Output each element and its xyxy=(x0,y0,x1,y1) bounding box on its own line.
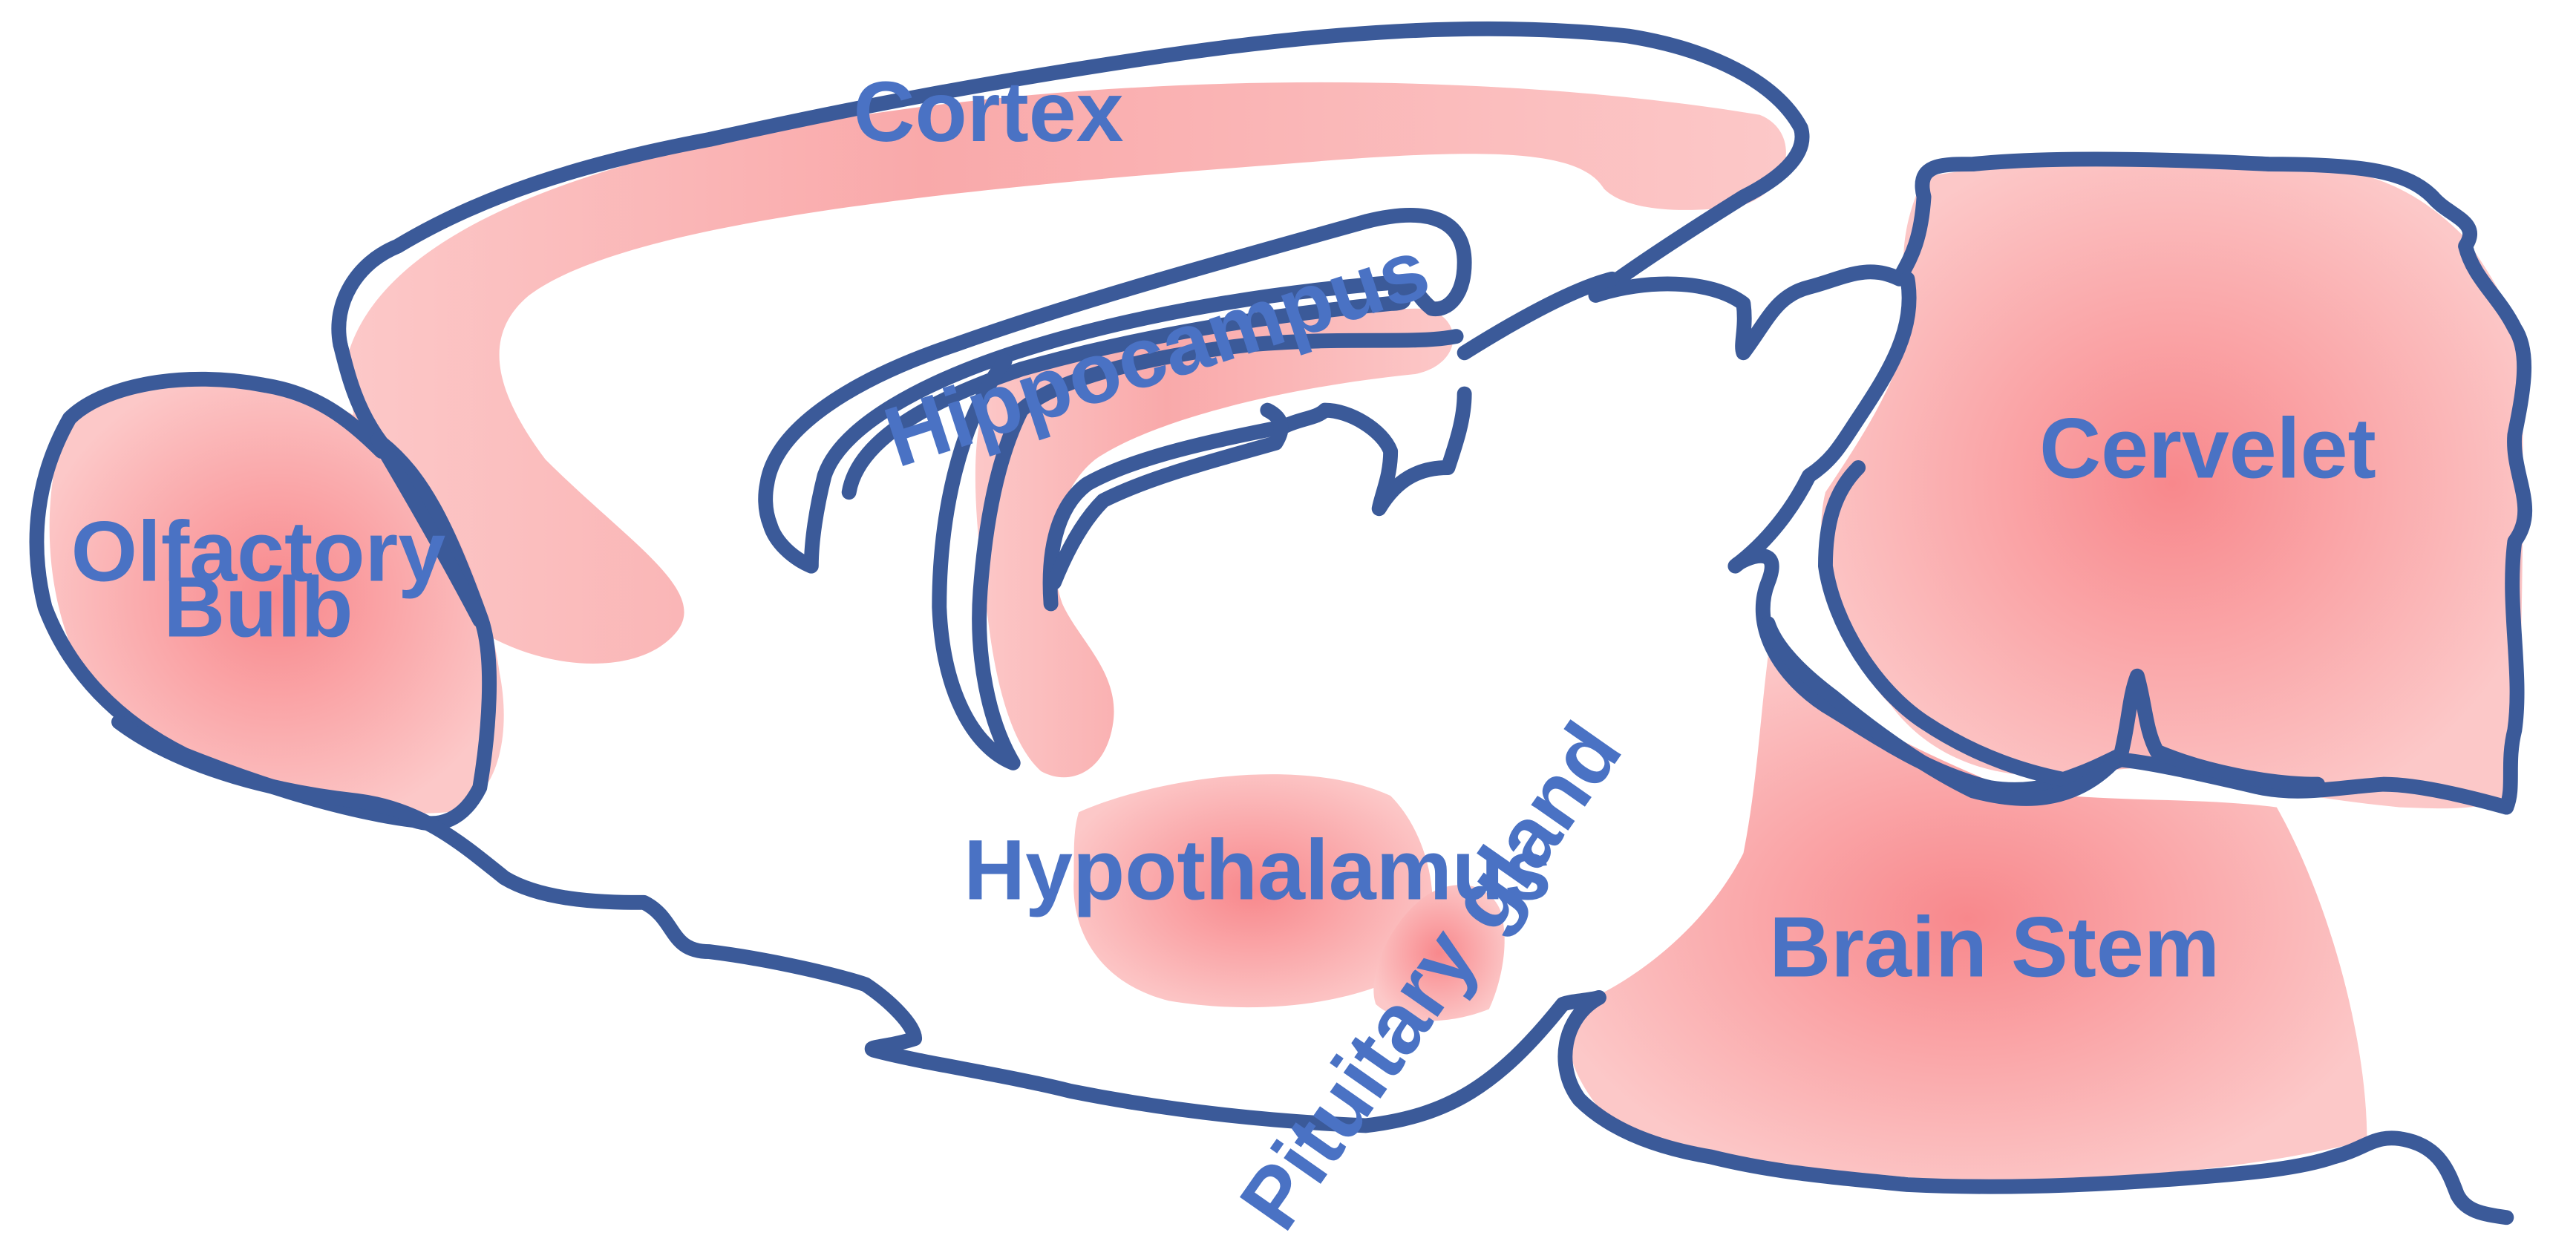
label-brain-stem: Brain Stem xyxy=(1769,900,2220,995)
brainstem-lower-outline xyxy=(1760,616,2120,806)
brain-stem-region xyxy=(1568,656,2367,1182)
brain-underside-outline xyxy=(111,714,1606,1133)
callosum-outer-loop xyxy=(758,208,1472,574)
label-cortex: Cortex xyxy=(854,65,1124,160)
hypothalamus-region xyxy=(1073,774,1433,1008)
brain-outer-outline xyxy=(331,21,2533,815)
hippocampus-outline xyxy=(932,329,1464,770)
brain-stem-base-outline xyxy=(1557,990,2514,1225)
olfactory-bulb-region xyxy=(49,382,504,814)
label-olfactory-bulb-line1: Olfactory xyxy=(71,505,446,600)
olfactory-divider-outline xyxy=(370,432,488,628)
cortex-region xyxy=(348,82,1786,664)
hippocampus-region xyxy=(975,308,1454,778)
label-cervelet: Cervelet xyxy=(2039,401,2376,496)
hippocampus-inner-outline xyxy=(1042,386,1472,612)
fornix-outline xyxy=(1457,271,1620,361)
brainstem-inner-outline xyxy=(1818,460,2326,792)
brain-bottom-outline xyxy=(1727,271,2514,815)
label-hypothalamus: Hypothalamus xyxy=(964,822,1552,917)
regions xyxy=(49,82,2525,1182)
cervelet-region xyxy=(1821,159,2525,809)
thalamus-fork-outline xyxy=(1047,402,1289,590)
label-olfactory-bulb-line2: Bulb xyxy=(163,560,353,655)
callosum-inner-loop xyxy=(841,284,1411,500)
outlines xyxy=(29,21,2533,1225)
pituitary-gland-region xyxy=(1373,885,1505,1021)
